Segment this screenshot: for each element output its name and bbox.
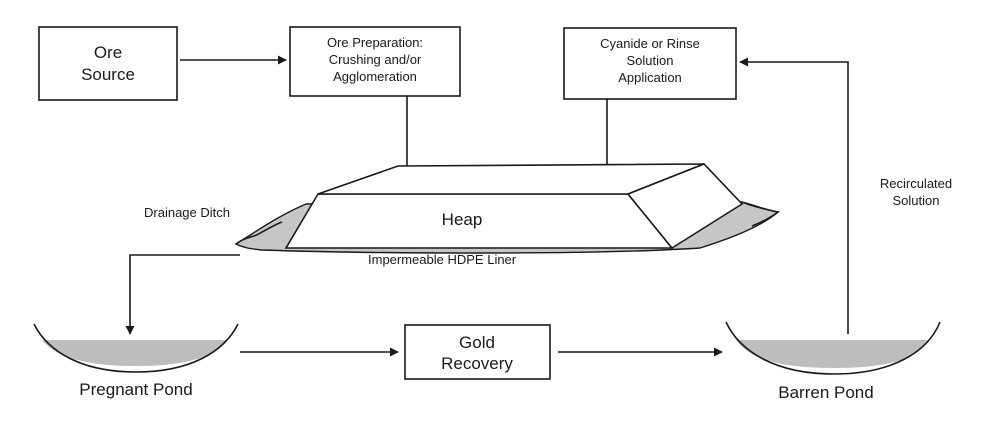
ore-preparation-label-line3: Agglomeration	[333, 69, 417, 84]
drainage-ditch-label: Drainage Ditch	[144, 205, 230, 220]
cyanide-application-label-line2: Solution	[627, 53, 674, 68]
ore-preparation-box: Ore Preparation: Crushing and/or Agglome…	[289, 26, 461, 97]
ore-source-label-line2: Source	[81, 65, 135, 84]
barren-pond-label: Barren Pond	[778, 383, 873, 402]
cyanide-application-box: Cyanide or Rinse Solution Application	[563, 27, 737, 100]
hdpe-liner-label: Impermeable HDPE Liner	[368, 252, 517, 267]
recirculated-solution-label-line2: Solution	[893, 193, 940, 208]
cyanide-application-label-line3: Application	[618, 70, 682, 85]
arrow-recirculation	[739, 57, 849, 334]
gold-recovery-label-line2: Recovery	[441, 354, 513, 373]
ore-source-label-line1: Ore	[94, 43, 122, 62]
recirculated-solution-label-line1: Recirculated	[880, 176, 952, 191]
ore-preparation-label-line1: Ore Preparation:	[327, 35, 423, 50]
pregnant-pond	[33, 323, 239, 373]
pregnant-pond-label: Pregnant Pond	[79, 380, 192, 399]
cyanide-application-label-line1: Cyanide or Rinse	[600, 36, 700, 51]
gold-recovery-label-line1: Gold	[459, 333, 495, 352]
ore-preparation-label-line2: Crushing and/or	[329, 52, 422, 67]
barren-pond	[725, 321, 941, 375]
arrow-drainage-to-pregnant-pond	[125, 254, 240, 335]
liner-right-curl	[741, 201, 780, 227]
heap-label: Heap	[442, 210, 483, 229]
heap-right-face	[626, 163, 744, 250]
gold-recovery-box: Gold Recovery	[404, 324, 551, 380]
ore-source-box: Ore Source	[38, 26, 178, 101]
liner-left-curl	[235, 221, 283, 245]
